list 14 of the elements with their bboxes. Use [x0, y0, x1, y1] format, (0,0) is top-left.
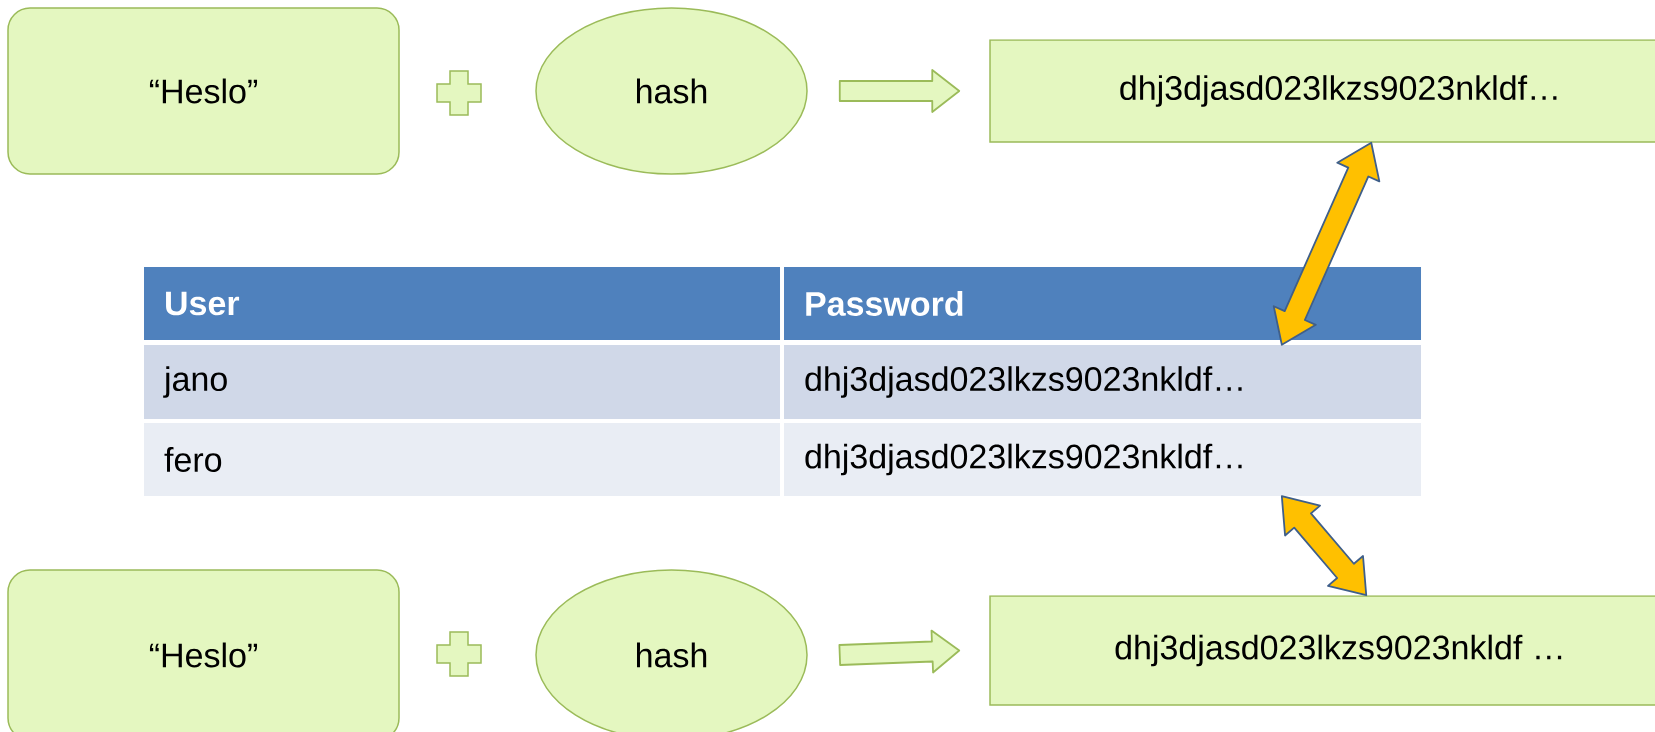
- table-cell: dhj3djasd023lkzs9023nkldf…: [784, 423, 1421, 496]
- block-arrow: [1280, 495, 1368, 597]
- block-arrow: [1272, 141, 1381, 346]
- table-cell: fero: [144, 423, 780, 496]
- block-arrow: [838, 69, 961, 113]
- table-header-cell: Password: [784, 267, 1421, 340]
- table-cell: jano: [144, 345, 780, 419]
- table-cell: dhj3djasd023lkzs9023nkldf…: [784, 345, 1421, 419]
- table-header-cell: User: [144, 267, 780, 340]
- input-box: “Heslo”: [7, 569, 400, 732]
- result-box: dhj3djasd023lkzs9023nkldf …: [989, 595, 1655, 706]
- block-arrow: [838, 629, 961, 674]
- result-box: dhj3djasd023lkzs9023nkldf…: [989, 39, 1655, 143]
- input-box: “Heslo”: [7, 7, 400, 175]
